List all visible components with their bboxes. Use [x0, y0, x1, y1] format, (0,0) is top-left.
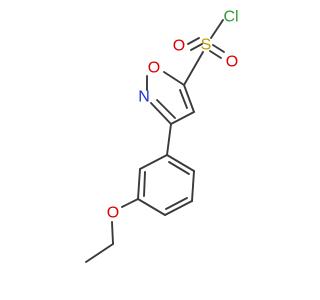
bond-s-cl	[210, 19, 224, 39]
bond-o-ch2	[111, 221, 114, 245]
bond-ring-6	[139, 154, 168, 170]
bond-s-o-left-2	[190, 43, 203, 51]
atom-o-sulfonyl-right: O	[226, 54, 238, 71]
bond-c3-c4	[170, 111, 195, 125]
bond-ch2-ch3	[85, 243, 114, 263]
bond-c4-c5-1	[183, 84, 195, 113]
bond-ring-o-ether	[121, 198, 139, 208]
bond-c5-o-ring	[163, 71, 185, 86]
bond-ring-1	[166, 154, 195, 172]
bond-ring-5	[137, 168, 141, 200]
bond-ring-3b	[165, 197, 188, 210]
bond-ring-2	[191, 170, 195, 202]
bonds	[85, 19, 225, 263]
bond-s-c5	[183, 51, 204, 86]
atom-labels: Cl S O O O N O	[107, 9, 239, 222]
atom-s: S	[201, 37, 212, 54]
bond-ring-3	[164, 200, 193, 216]
atom-o-sulfonyl-left: O	[173, 38, 185, 55]
bond-ring-4	[137, 198, 166, 216]
bond-s-o-left-1	[187, 37, 200, 45]
atom-n-ring: N	[138, 89, 150, 106]
bond-ring-5b	[143, 171, 146, 197]
atom-cl: Cl	[223, 9, 238, 26]
bond-s-o-right-1	[209, 50, 222, 59]
bond-s-o-right-2	[212, 44, 225, 53]
atom-o-ring: O	[148, 60, 160, 77]
bond-n-c3-1	[150, 102, 172, 125]
bond-n-c3-2	[156, 99, 176, 119]
bond-c4-c5-2	[179, 89, 188, 109]
bond-ring-1b	[168, 161, 190, 175]
atom-o-ether: O	[107, 205, 119, 222]
structure-diagram: Cl S O O O N O	[85, 9, 239, 263]
bond-c3-phenyl	[166, 123, 172, 156]
